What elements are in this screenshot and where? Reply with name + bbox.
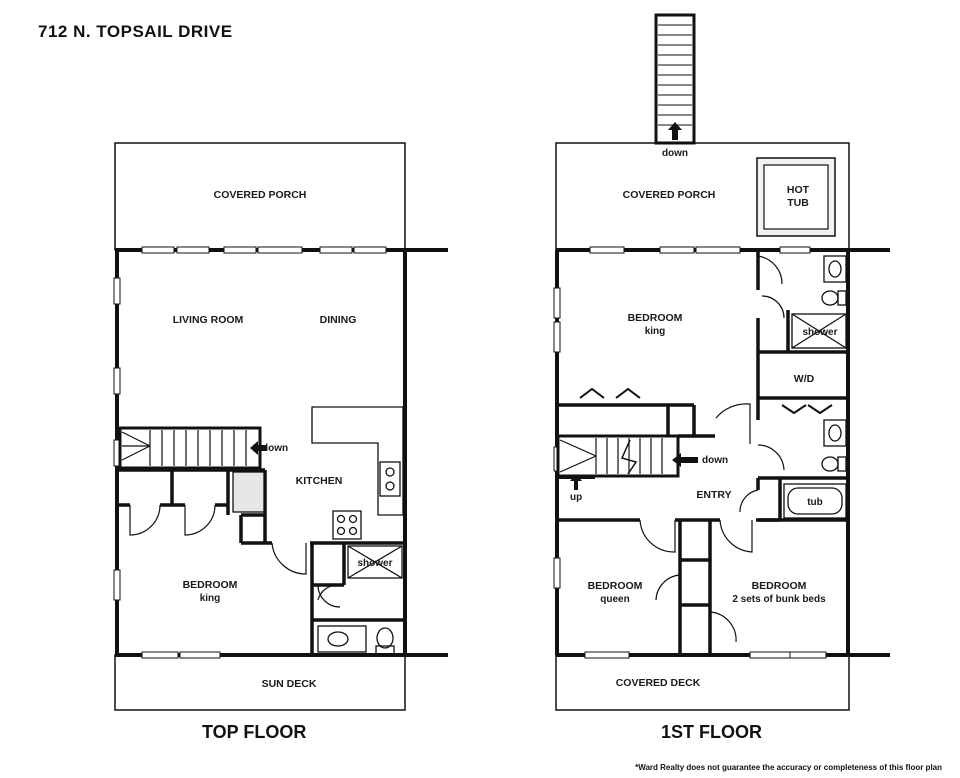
top-floor-plan xyxy=(113,142,448,711)
living-room-label: LIVING ROOM xyxy=(173,314,244,326)
top-floor-title: TOP FLOOR xyxy=(202,722,307,742)
first-shower-label: shower xyxy=(802,327,837,338)
disclaimer-text: *Ward Realty does not guarantee the accu… xyxy=(635,763,942,772)
first-stairs-up-label: up xyxy=(570,492,582,503)
top-covered-porch-label: COVERED PORCH xyxy=(214,189,307,201)
sun-deck-label: SUN DECK xyxy=(262,678,317,690)
top-bath-fixtures xyxy=(317,545,403,655)
exterior-stairs-label: down xyxy=(662,148,688,159)
bunk-bedroom-size: 2 sets of bunk beds xyxy=(732,594,826,605)
page-title: 712 N. TOPSAIL DRIVE xyxy=(38,22,233,41)
queen-bedroom-size: queen xyxy=(600,594,629,605)
king-bedroom-size: king xyxy=(645,326,666,337)
top-bedroom-label: BEDROOM xyxy=(183,579,238,591)
first-covered-porch-label: COVERED PORCH xyxy=(623,189,716,201)
kitchen-label: KITCHEN xyxy=(296,475,343,487)
wd-label: W/D xyxy=(794,373,815,385)
hot-tub-label-line1: HOT xyxy=(787,184,810,196)
first-stairs-down-label: down xyxy=(702,455,728,466)
exterior-stairs xyxy=(654,13,696,145)
top-bedroom-size: king xyxy=(200,593,221,604)
top-floor-stairs xyxy=(118,426,266,470)
covered-deck-label: COVERED DECK xyxy=(616,677,701,689)
queen-bedroom-label: BEDROOM xyxy=(588,580,643,592)
first-floor-plan xyxy=(553,13,890,711)
hot-tub-label-line2: TUB xyxy=(787,197,809,209)
dining-label: DINING xyxy=(320,314,357,326)
first-floor-stairs xyxy=(556,434,698,490)
kitchen-counter xyxy=(232,406,404,540)
king-bedroom-label: BEDROOM xyxy=(628,312,683,324)
top-floor-windows xyxy=(113,246,387,659)
tub-label: tub xyxy=(807,497,823,508)
first-floor-title: 1ST FLOOR xyxy=(661,722,763,742)
entry-label: ENTRY xyxy=(696,489,731,501)
top-shower-label: shower xyxy=(357,558,392,569)
top-sun-deck-outline xyxy=(114,654,406,711)
bunk-bedroom-label: BEDROOM xyxy=(752,580,807,592)
top-stairs-label: down xyxy=(262,443,288,454)
